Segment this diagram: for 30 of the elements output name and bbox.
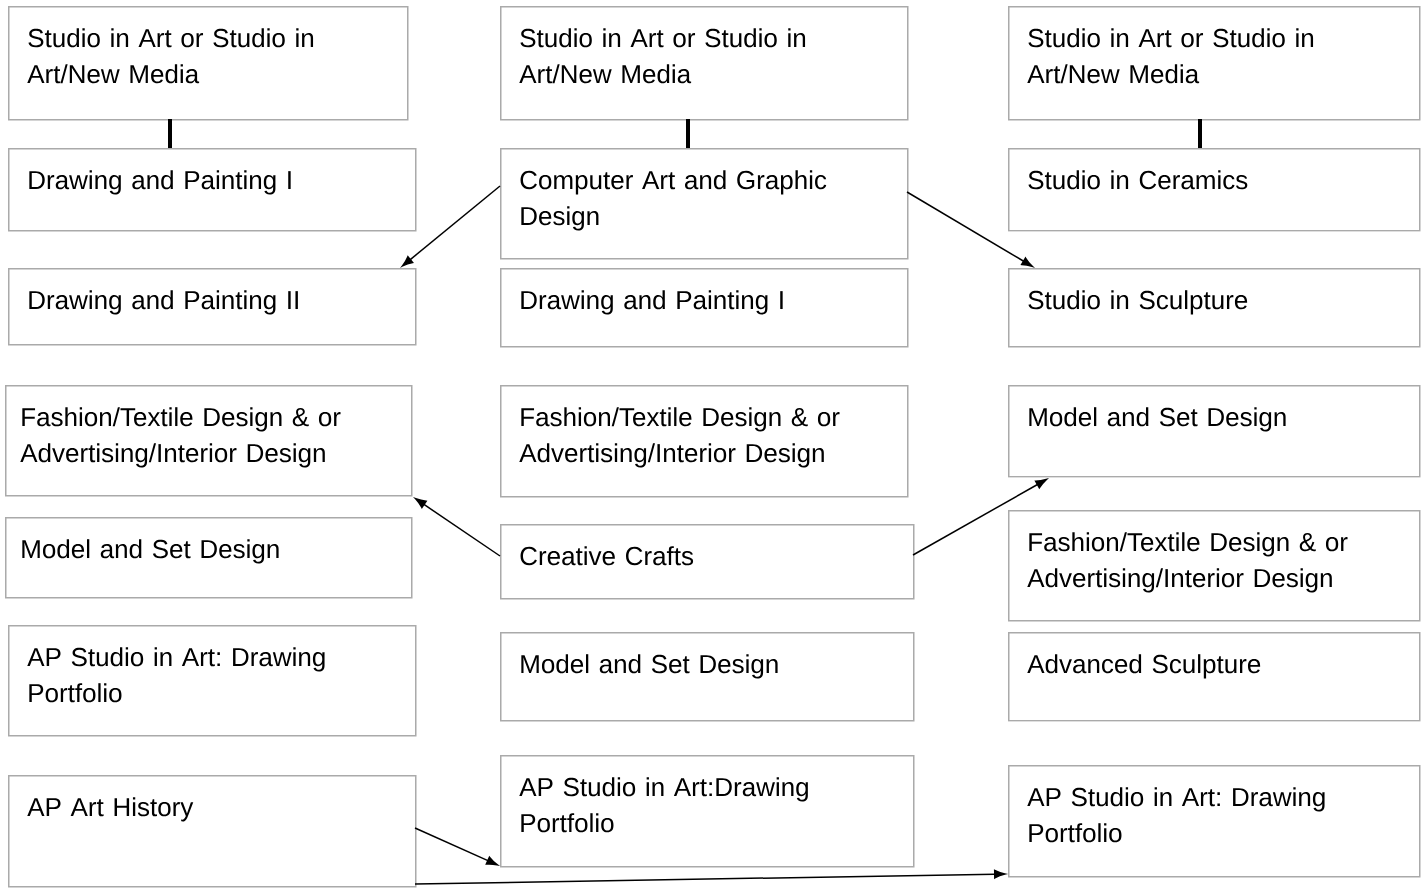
course-box: Fashion/Textile Design & or Advertising/Interior Design (5, 385, 413, 497)
course-box: Model and Set Design (1008, 385, 1421, 478)
arrow (414, 869, 1006, 885)
course-box: AP Studio in Art: Drawing Portfolio (1008, 765, 1421, 878)
course-box: Computer Art and Graphic Design (500, 148, 909, 260)
course-box: Fashion/Textile Design & or Advertising/Interior Design (1008, 510, 1421, 622)
arrow (414, 498, 501, 557)
connector-line (168, 119, 172, 148)
connector-line (1198, 119, 1202, 148)
course-box: Studio in Art or Studio in Art/New Media (8, 6, 409, 121)
course-box: Drawing and Painting I (8, 148, 417, 232)
arrow (401, 185, 501, 267)
course-box: AP Studio in Art: Drawing Portfolio (8, 625, 417, 737)
course-box: Model and Set Design (500, 632, 915, 722)
course-box: Advanced Sculpture (1008, 632, 1421, 722)
arrow (906, 191, 1033, 268)
course-box: Studio in Art or Studio in Art/New Media (1008, 6, 1421, 121)
course-box: AP Studio in Art:Drawing Portfolio (500, 755, 915, 868)
course-box: Drawing and Painting II (8, 268, 417, 346)
course-box: Drawing and Painting I (500, 268, 909, 348)
course-box: Studio in Ceramics (1008, 148, 1421, 232)
connector-line (686, 119, 690, 148)
course-box: Creative Crafts (500, 524, 915, 600)
course-box: Model and Set Design (5, 517, 413, 599)
arrow (414, 827, 498, 866)
arrow (912, 478, 1047, 556)
course-box: Studio in Sculpture (1008, 268, 1421, 348)
course-box: AP Art History (8, 775, 417, 888)
course-box: Fashion/Textile Design & or Advertising/Interior Design (500, 385, 909, 498)
course-box: Studio in Art or Studio in Art/New Media (500, 6, 909, 121)
